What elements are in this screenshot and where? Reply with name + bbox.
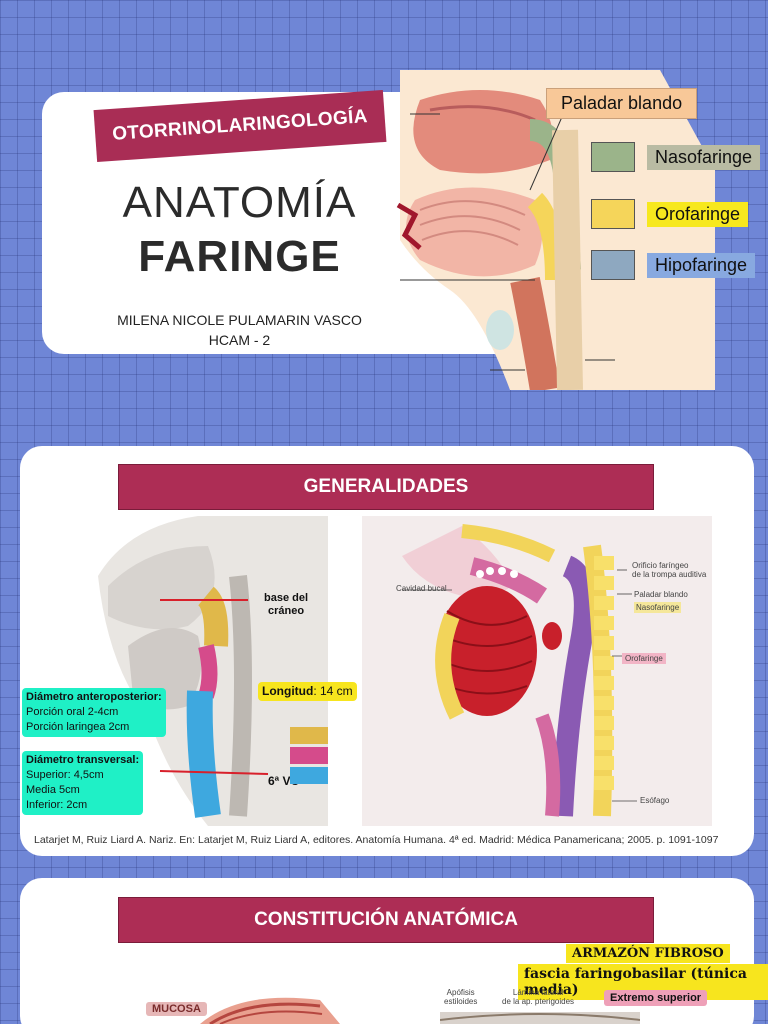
tr-inf: Inferior: 2cm [26, 799, 88, 811]
tr-sup: Superior: 4,5cm [26, 769, 104, 781]
pharynx-colored-drawing [362, 516, 712, 826]
tr-title: Diámetro transversal: [26, 754, 140, 766]
mucosa-tag: MUCOSA [146, 1002, 207, 1016]
ap-oral: Porción oral 2-4cm [26, 706, 119, 718]
esofago-label: Esófago [640, 796, 670, 805]
page-title-bottom: FARINGE [138, 232, 341, 281]
legend-swatch [591, 142, 635, 172]
legend-hipofaringe: Hipofaringe [591, 250, 756, 280]
cavidad-bucal-label: Cavidad bucal [396, 584, 447, 593]
paladar-blando-label: Paladar blando [634, 590, 688, 599]
color-swatch [290, 727, 328, 744]
page-title-top: ANATOMÍA [122, 178, 357, 227]
legend-label: Hipofaringe [647, 252, 756, 278]
legend-label: Paladar blando [546, 88, 698, 119]
armazon-fibroso-label: ARMAZÓN FIBROSO [566, 944, 730, 963]
ap-laringea: Porción laringea 2cm [26, 721, 130, 733]
pharynx-sagittal-illustration [396, 70, 715, 390]
author-name: MILENA NICOLE PULAMARIN VASCO [117, 312, 362, 328]
orificio-line2: de la trompa auditiva [632, 570, 707, 579]
apofisis-label: Apófisis estiloides [444, 988, 477, 1006]
diametro-transversal-note: Diámetro transversal: Superior: 4,5cm Me… [22, 751, 144, 815]
nasofaringe-label: Nasofaringe [634, 602, 682, 613]
color-swatch [290, 747, 328, 764]
base-craneo-label: base del cráneo [264, 592, 308, 618]
lamina-line1: Lámina lateral [512, 988, 564, 997]
lamina-line2: de la ap. pterigoides [502, 997, 575, 1006]
base-craneo-line1: base del [264, 592, 309, 604]
tr-media: Media 5cm [26, 784, 80, 796]
lamina-label: Lámina lateral de la ap. pterigoides [502, 988, 574, 1006]
orificio-line1: Orificio faríngeo [632, 561, 689, 570]
apofisis-line2: estiloides [444, 997, 478, 1006]
legend-paladar-blando: Paladar blando [546, 88, 698, 119]
diametro-ap-note: Diámetro anteroposterior: Porción oral 2… [22, 688, 166, 737]
apofisis-line1: Apófisis [446, 988, 475, 997]
pharynx-sagittal-drawing [98, 516, 328, 826]
color-swatch [290, 767, 328, 784]
legend-orofaringe: Orofaringe [591, 199, 749, 229]
legend-swatch [591, 199, 635, 229]
citation: Latarjet M, Ruiz Liard A. Nariz. En: Lat… [34, 834, 719, 846]
extremo-superior-label: Extremo superior [604, 990, 708, 1006]
course-label: HCAM - 2 [208, 332, 271, 348]
base-craneo-line2: cráneo [267, 605, 305, 617]
legend-label: Orofaringe [647, 201, 749, 227]
orofaringe-label: Orofaringe [622, 653, 666, 664]
longitud-value: : 14 cm [313, 684, 353, 698]
mucosa-illustration [200, 997, 340, 1024]
fascia-faringobasilar-label: fascia faringobasilar (túnica media) [518, 964, 768, 1000]
constitucion-banner: CONSTITUCIÓN ANATÓMICA [118, 897, 654, 943]
orificio-label: Orificio faríngeo de la trompa auditiva [632, 561, 706, 579]
cover-slide: OTORRINOLARINGOLOGÍA ANATOMÍA FARINGE MI… [0, 0, 768, 430]
author-block: MILENA NICOLE PULAMARIN VASCO HCAM - 2 [42, 310, 437, 350]
legend-label: Nasofaringe [647, 144, 761, 170]
legend-nasofaringe: Nasofaringe [591, 142, 761, 172]
ap-title: Diámetro anteroposterior: [26, 691, 162, 703]
fibrous-framework-illustration [440, 1012, 640, 1024]
longitud-note: Longitud: 14 cm [258, 682, 357, 701]
longitud-key: Longitud [262, 684, 314, 698]
color-swatch-stack [290, 727, 328, 787]
legend-swatch [591, 250, 635, 280]
generalidades-banner: GENERALIDADES [118, 464, 654, 510]
